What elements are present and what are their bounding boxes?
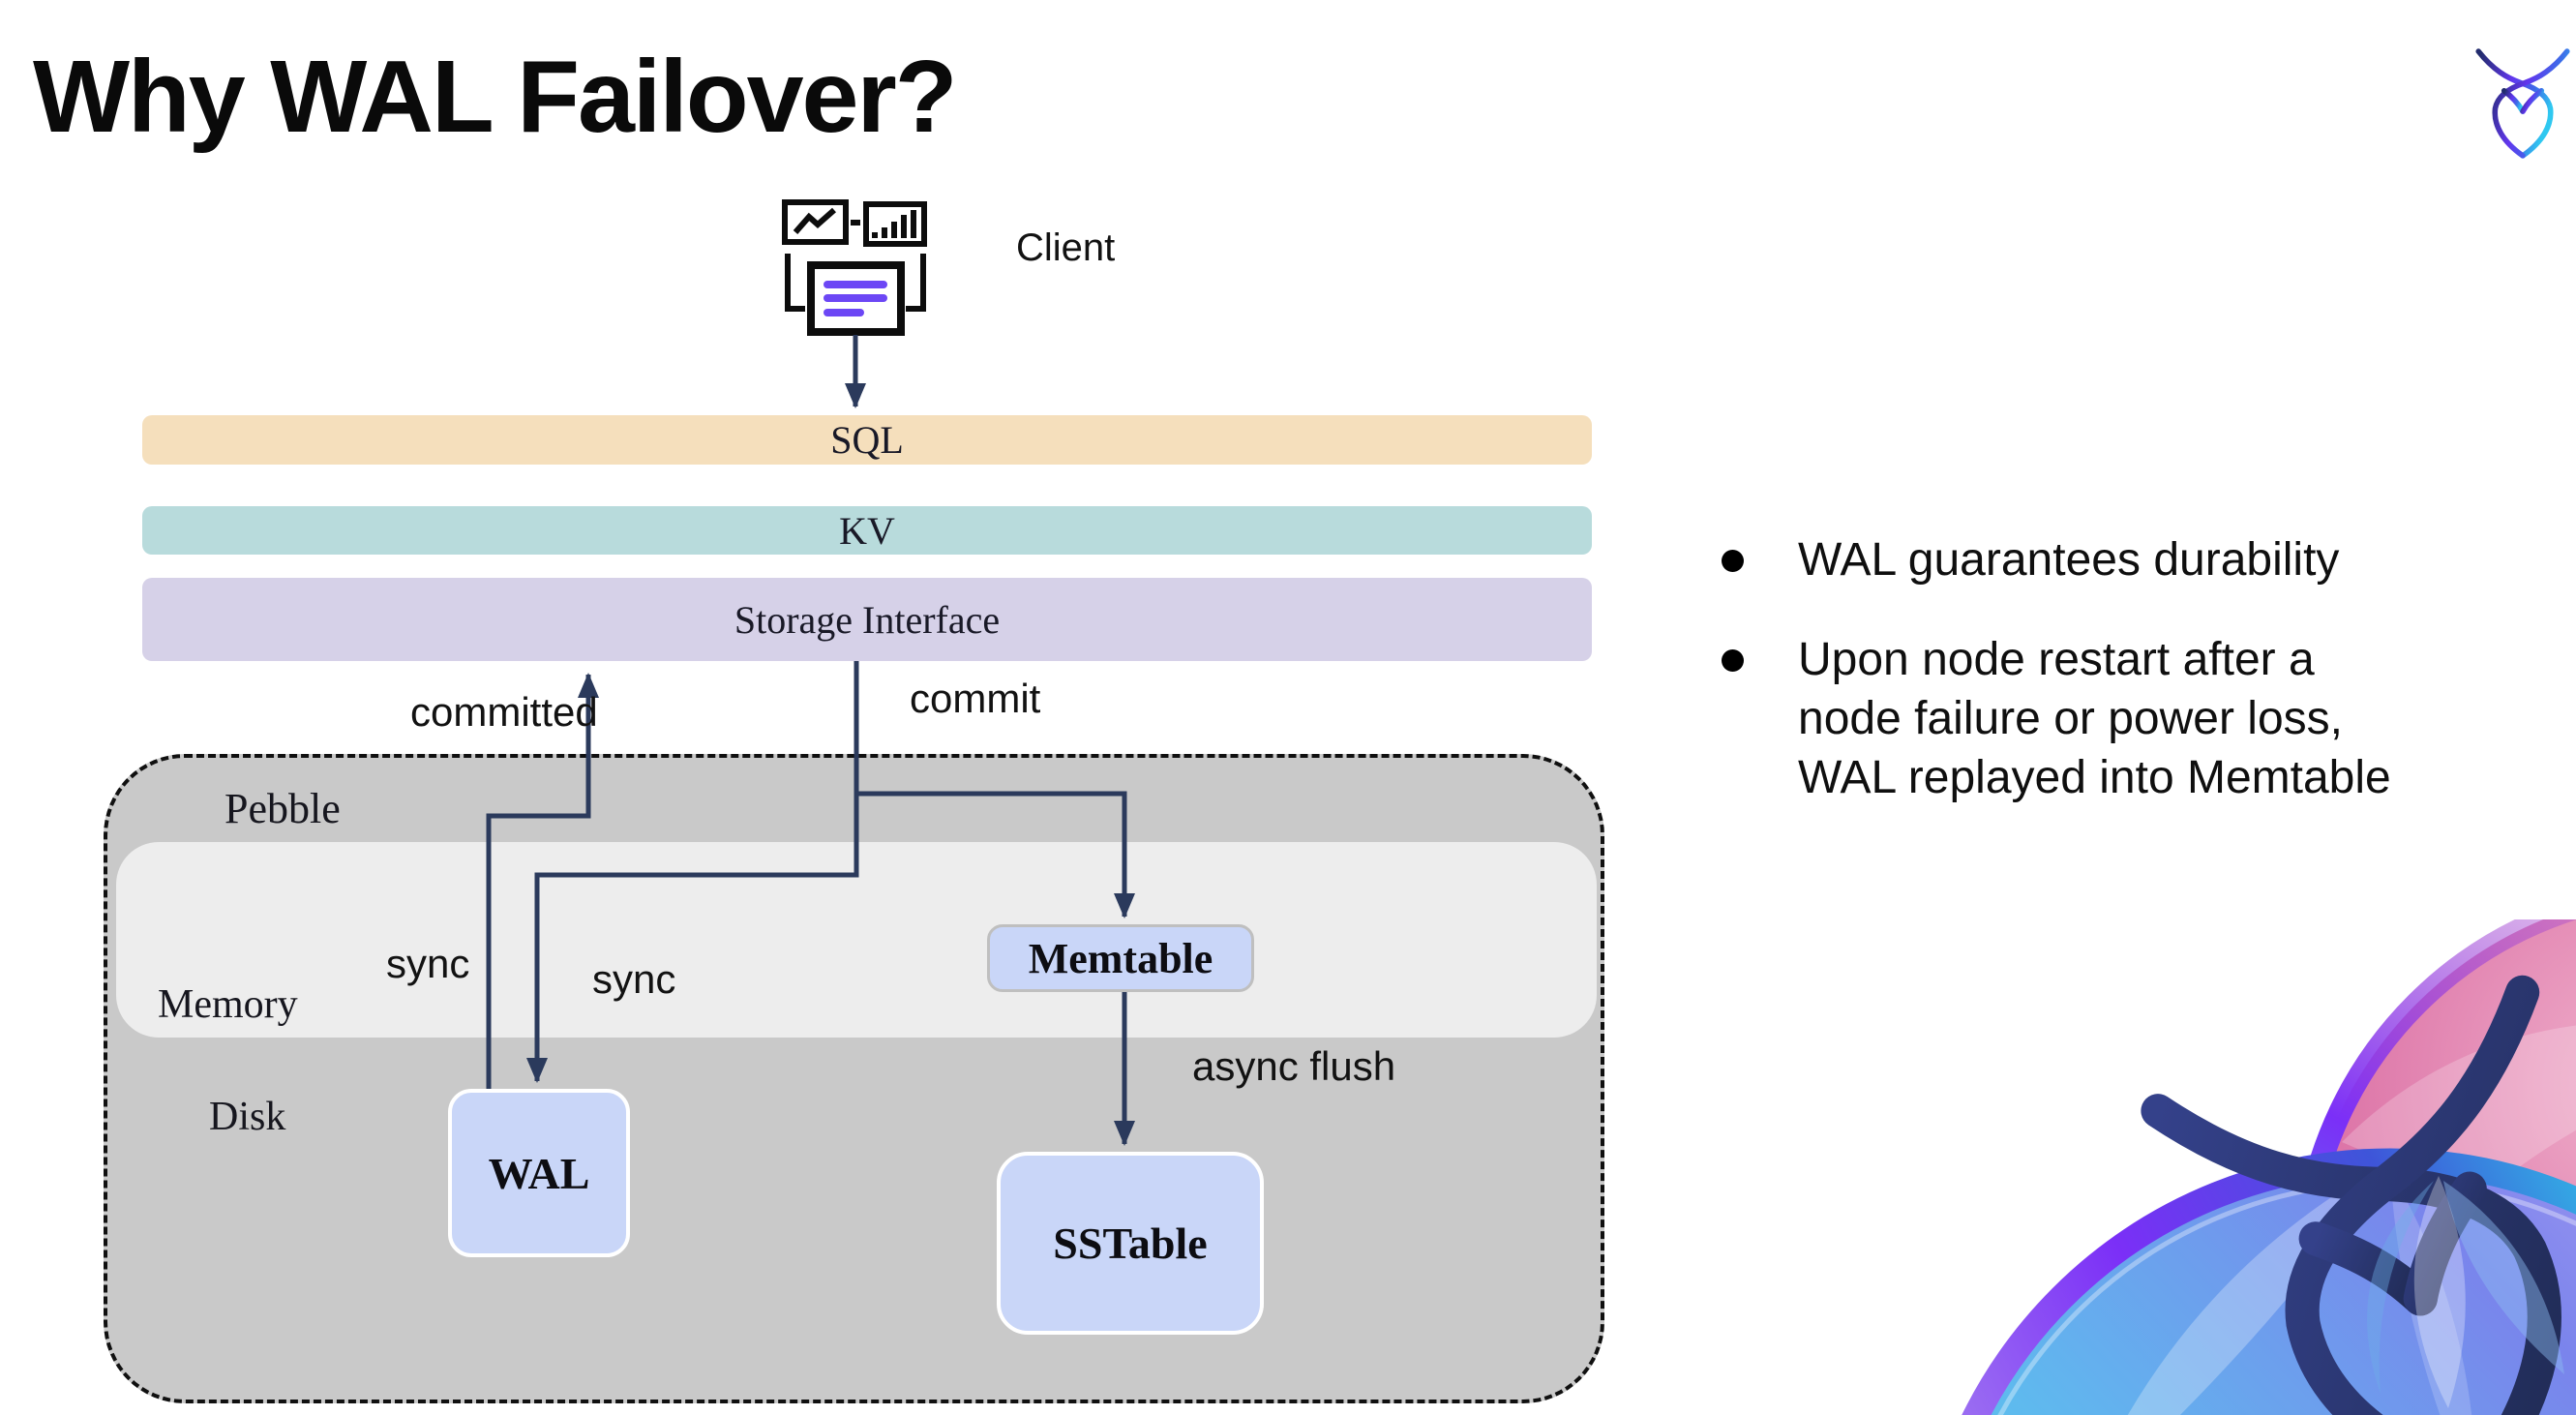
- layer-label-kv: KV: [839, 508, 895, 553]
- bullet-text: WAL guarantees durability: [1798, 534, 2340, 586]
- node-memtable-label: Memtable: [1028, 934, 1213, 982]
- pebble-label: Pebble: [225, 785, 341, 832]
- bar-chart-icon: [863, 201, 927, 247]
- node-sstable: SSTable: [997, 1152, 1264, 1335]
- bracket-left-icon: [785, 254, 805, 312]
- document-icon: [807, 261, 905, 336]
- brand-decoration-graphic: [1935, 919, 2576, 1415]
- node-memtable: Memtable: [987, 924, 1254, 992]
- layer-bar-sql: SQL: [142, 415, 1592, 465]
- list-item: WAL guarantees durability: [1722, 530, 2554, 589]
- edge-label-async-flush: async flush: [1192, 1043, 1396, 1089]
- edge-label-commit: commit: [910, 676, 1041, 721]
- layer-bar-kv: KV: [142, 506, 1592, 555]
- node-wal-label: WAL: [488, 1148, 590, 1198]
- disk-label: Disk: [209, 1095, 286, 1139]
- bracket-right-icon: [906, 254, 926, 312]
- line-chart-icon: [782, 199, 849, 245]
- cockroach-logo-icon: [2466, 48, 2576, 163]
- list-item: Upon node restart after a node failure o…: [1722, 630, 2554, 807]
- node-sstable-label: SSTable: [1053, 1219, 1208, 1268]
- client-icon-group: [774, 189, 968, 348]
- edge-label-sync-right: sync: [592, 956, 676, 1002]
- bullet-list: WAL guarantees durability Upon node rest…: [1722, 530, 2554, 848]
- client-label: Client: [1016, 226, 1116, 269]
- bullet-dot-icon: [1722, 550, 1744, 572]
- page-title: Why WAL Failover?: [33, 40, 957, 154]
- memory-band: [116, 842, 1597, 1038]
- bullet-dot-icon: [1722, 649, 1744, 672]
- bullet-text: Upon node restart after a node failure o…: [1798, 634, 2391, 803]
- edge-label-committed: committed: [410, 689, 598, 735]
- layer-bar-storage-interface: Storage Interface: [142, 578, 1592, 661]
- edge-label-sync-left: sync: [386, 941, 470, 986]
- memory-label: Memory: [158, 982, 298, 1027]
- layer-label-storage-interface: Storage Interface: [734, 597, 1001, 642]
- node-wal: WAL: [448, 1089, 630, 1257]
- layer-label-sql: SQL: [830, 418, 904, 462]
